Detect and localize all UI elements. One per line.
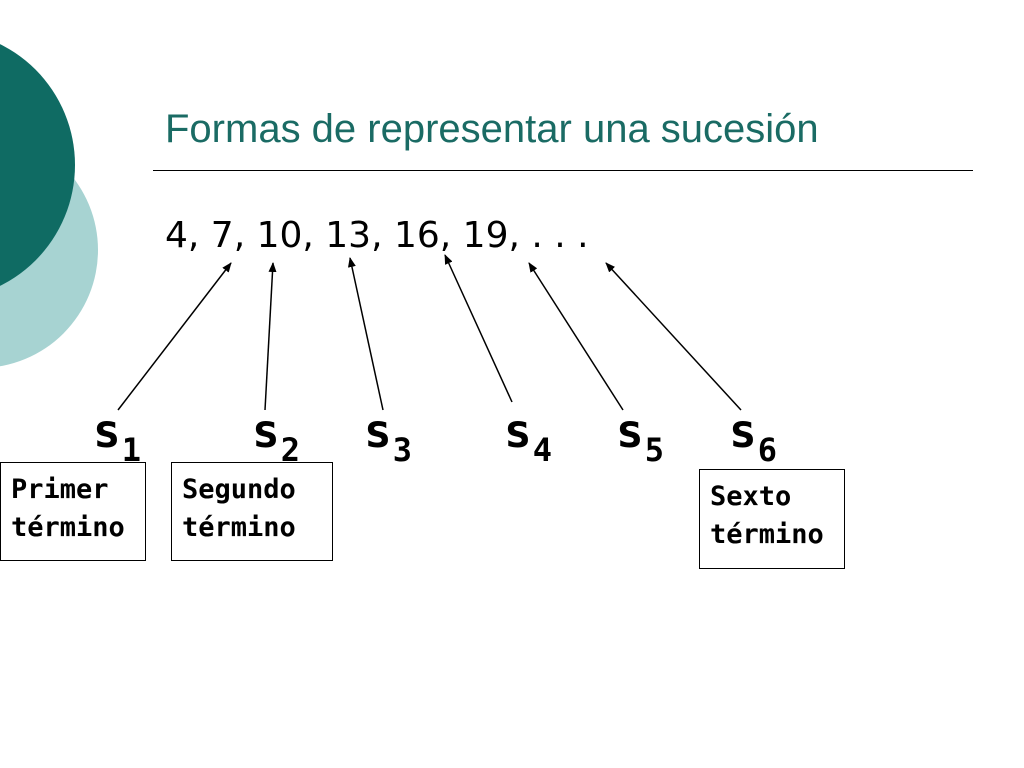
dark-teal-circle — [0, 44, 75, 286]
term-symbol: s — [93, 404, 121, 458]
term-index: 1 — [121, 431, 141, 469]
arrow-term-5 — [528, 262, 624, 411]
term-s4: s4 — [504, 408, 552, 466]
label-box-second-term: Segundo término — [171, 462, 333, 561]
arrow-term-1 — [117, 262, 232, 411]
term-s6: s6 — [729, 408, 777, 466]
title-divider — [153, 170, 973, 171]
term-index: 6 — [757, 431, 777, 469]
sequence-text: 4, 7, 10, 13, 16, 19, . . . — [165, 215, 589, 256]
label-line: término — [710, 519, 824, 550]
term-s3: s3 — [364, 408, 412, 466]
term-symbol: s — [616, 404, 644, 458]
term-index: 5 — [644, 431, 664, 469]
label-box-sixth-term: Sexto término — [699, 469, 845, 569]
slide-title: Formas de representar una sucesión — [165, 107, 819, 151]
term-s1: s1 — [93, 408, 141, 466]
arrow-term-2 — [264, 262, 277, 411]
arrow-term-3 — [348, 257, 384, 411]
term-index: 2 — [280, 431, 300, 469]
term-symbol: s — [504, 404, 532, 458]
term-symbol: s — [729, 404, 757, 458]
label-line: Sexto — [710, 481, 792, 512]
term-symbol: s — [364, 404, 392, 458]
arrow-term-6 — [605, 262, 742, 411]
label-line: Segundo — [182, 474, 296, 505]
term-index: 4 — [532, 431, 552, 469]
term-s5: s5 — [616, 408, 664, 466]
arrow-term-4 — [444, 254, 513, 403]
term-index: 3 — [392, 431, 412, 469]
term-symbol: s — [252, 404, 280, 458]
label-line: Primer — [11, 474, 109, 505]
label-box-first-term: Primer término — [0, 462, 146, 561]
label-line: término — [11, 512, 125, 543]
term-s2: s2 — [252, 408, 300, 466]
label-line: término — [182, 512, 296, 543]
